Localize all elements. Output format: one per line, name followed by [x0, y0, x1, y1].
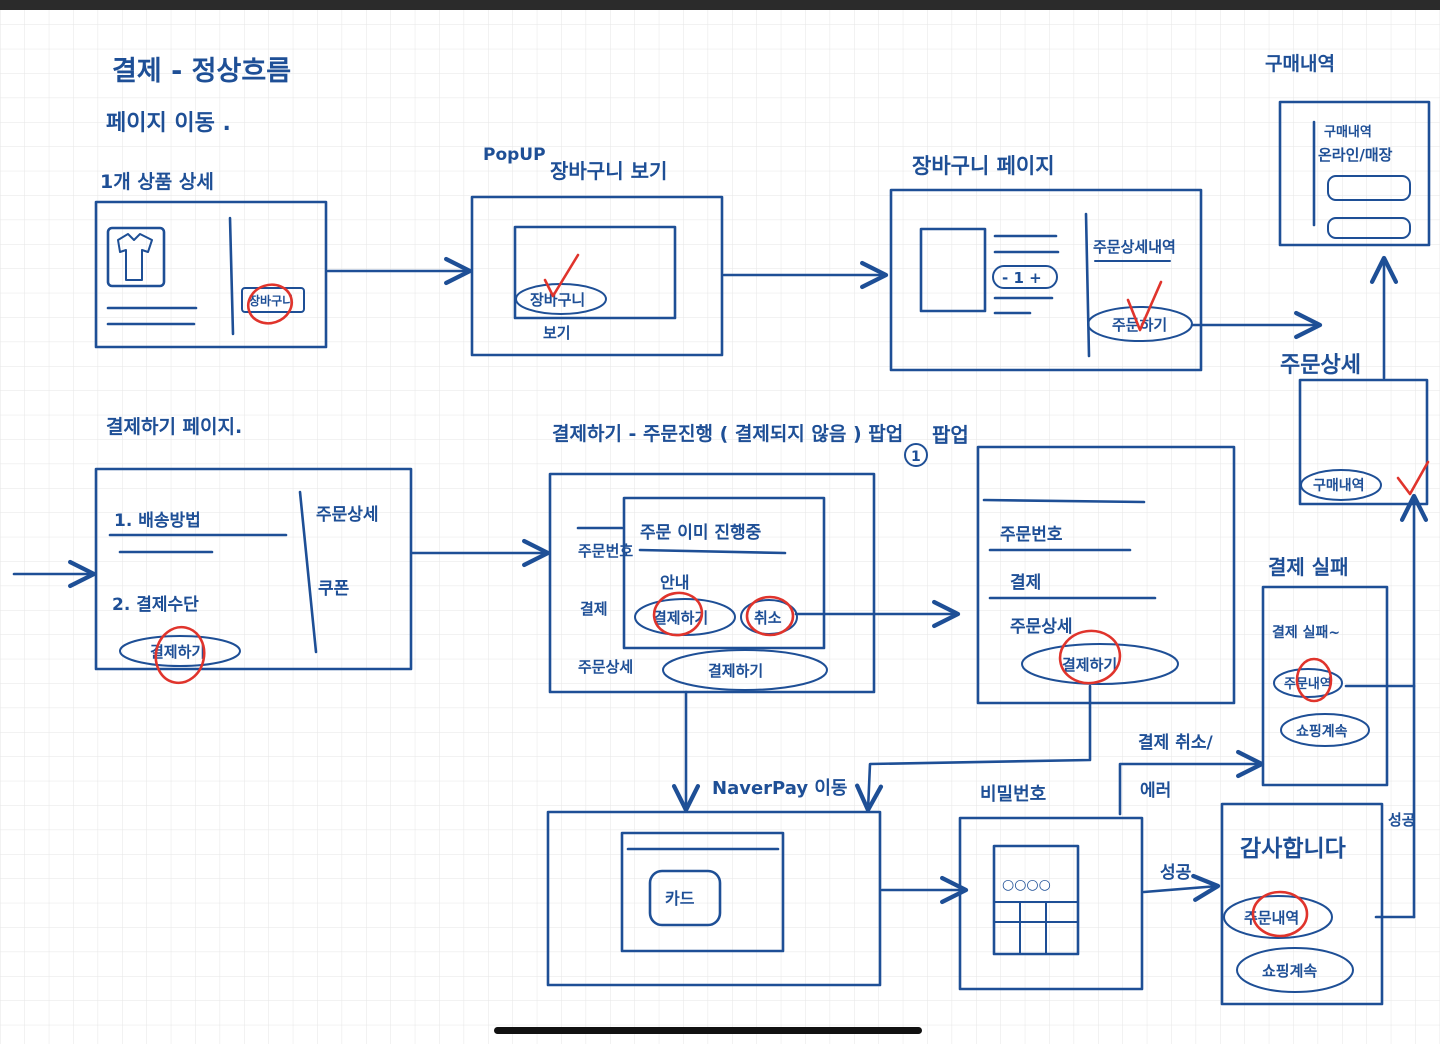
svg-text:주문상세: 주문상세 [578, 658, 633, 676]
svg-text:주문내역: 주문내역 [1284, 676, 1332, 692]
svg-text:취소: 취소 [754, 609, 782, 627]
cart-popup-label: 장바구니 보기 [550, 159, 667, 183]
svg-text:주문내역: 주문내역 [1244, 909, 1299, 927]
tshirt-icon [117, 233, 153, 281]
arrow-popup-pay-to-naverpay [854, 684, 1092, 813]
svg-text:주문하기: 주문하기 [1112, 316, 1167, 334]
top-edge-bar [0, 0, 1440, 10]
thanks-history-button[interactable]: 주문내역 [1223, 890, 1333, 939]
check-circle [1058, 629, 1122, 685]
success-side-label: 성공 [1388, 811, 1416, 829]
svg-text:주문상세: 주문상세 [1010, 617, 1073, 637]
order-detail-list-label: 주문상세내역 [1093, 238, 1176, 256]
svg-text:주문번호: 주문번호 [578, 542, 633, 560]
svg-text:2. 결제수단: 2. 결제수단 [112, 595, 199, 615]
cart-page-screen [889, 188, 1203, 372]
product-label: 1개 상품 상세 [100, 171, 214, 193]
checkout-pay-button[interactable]: 결제하기 [119, 623, 241, 688]
svg-text:쿠폰: 쿠폰 [318, 579, 350, 599]
svg-text:결제 실패~: 결제 실패~ [1272, 624, 1340, 641]
svg-text:○○○○: ○○○○ [1002, 877, 1051, 893]
svg-text:결제하기: 결제하기 [150, 643, 205, 661]
svg-text:결제하기: 결제하기 [653, 609, 708, 627]
check-circle [246, 283, 294, 325]
svg-text:결제하기: 결제하기 [1062, 656, 1117, 674]
svg-text:구매내역: 구매내역 [1324, 124, 1372, 140]
popup-word: 팝업 [932, 423, 969, 447]
purchase-history-label: 구매내역 [1265, 53, 1335, 75]
quantity-stepper[interactable]: - 1 + [992, 265, 1058, 289]
order-progress-label: 결제하기 - 주문진행 ( 결제되지 않음 ) 팝업 [552, 423, 903, 445]
svg-text:쇼핑계속: 쇼핑계속 [1262, 962, 1317, 980]
svg-text:결제: 결제 [1010, 573, 1041, 593]
svg-text:주문 이미 진행중: 주문 이미 진행중 [640, 523, 762, 543]
thanks-shopping-button[interactable]: 쇼핑계속 [1236, 947, 1354, 993]
svg-text:1: 1 [911, 449, 921, 465]
check-circle [652, 591, 704, 637]
circled-one-marker: 1 [904, 443, 928, 467]
svg-text:카드: 카드 [665, 889, 695, 908]
diagram-title: 결제 - 정상흐름 [112, 56, 291, 87]
svg-text:감사합니다: 감사합니다 [1240, 836, 1346, 862]
svg-text:쇼핑계속: 쇼핑계속 [1296, 723, 1348, 740]
purchase-history-screen: 구매내역 온라인/매장 [1278, 100, 1431, 247]
home-indicator [494, 1027, 922, 1034]
check-circle [745, 595, 795, 637]
check-mark [543, 253, 580, 298]
diagram-subtitle: 페이지 이동 . [106, 111, 231, 136]
modal-cancel-button[interactable]: 취소 [740, 595, 798, 637]
error-label: 에러 [1140, 781, 1171, 801]
svg-text:장바구니: 장바구니 [530, 291, 585, 309]
product-screen [94, 200, 328, 349]
order-progress-modal: 주문 이미 진행중 안내 [622, 496, 826, 650]
order-progress-screen: 주문번호 결제 주문상세 [548, 472, 876, 694]
svg-text:주문상세: 주문상세 [316, 505, 379, 525]
view-cart-button-line2: 보기 [543, 324, 571, 342]
naverpay-label: NaverPay 이동 [712, 778, 847, 799]
checkout-page-label: 결제하기 페이지. [106, 416, 242, 438]
success-label: 성공 [1160, 863, 1192, 883]
view-cart-button[interactable]: 장바구니 보기 [515, 253, 607, 342]
popup-tag: PopUP [483, 145, 546, 165]
svg-text:주문번호: 주문번호 [1000, 525, 1063, 545]
thanks-screen: 감사합니다 [1220, 802, 1384, 1006]
fail-shopping-button[interactable]: 쇼핑계속 [1280, 713, 1370, 747]
progress-pay-button[interactable]: 결제하기 [662, 649, 828, 691]
check-mark [1126, 280, 1163, 332]
svg-text:결제: 결제 [580, 600, 608, 618]
svg-text:1. 배송방법: 1. 배송방법 [114, 511, 201, 531]
svg-text:- 1 +: - 1 + [1002, 269, 1042, 287]
fail-history-button[interactable]: 주문내역 [1273, 657, 1343, 703]
svg-text:결제하기: 결제하기 [708, 662, 763, 680]
popup-pay-button[interactable]: 결제하기 [1021, 627, 1179, 687]
naverpay-screen [546, 810, 882, 987]
svg-text:안내: 안내 [660, 573, 689, 592]
order-detail-screen [1298, 378, 1429, 506]
password-label: 비밀번호 [980, 784, 1046, 805]
payment-fail-label: 결제 실패 [1268, 555, 1349, 579]
popup-order-screen: 주문번호 결제 주문상세 [976, 445, 1236, 705]
add-cart-button[interactable]: 장바구니 [241, 279, 305, 329]
order-detail-label: 주문상세 [1280, 353, 1361, 378]
modal-pay-button[interactable]: 결제하기 [634, 589, 736, 639]
arrow-password-to-fail [1118, 749, 1265, 816]
checkout-screen: 1. 배송방법 2. 결제수단 주문상세 쿠폰 [94, 467, 413, 671]
card-option[interactable]: 카드 [648, 869, 722, 927]
check-circle [1295, 657, 1333, 703]
svg-text:장바구니: 장바구니 [249, 293, 293, 308]
svg-text:구매내역: 구매내역 [1313, 477, 1365, 494]
cancel-label: 결제 취소/ [1138, 732, 1213, 753]
order-button[interactable]: 주문하기 [1087, 280, 1193, 342]
check-circle [154, 625, 206, 685]
cart-page-label: 장바구니 페이지 [912, 154, 1055, 178]
check-circle [1251, 890, 1309, 938]
flow-arrows [12, 255, 1429, 919]
arrow-password-to-thanks [1142, 873, 1221, 902]
svg-text:온라인/매장: 온라인/매장 [1318, 146, 1393, 164]
